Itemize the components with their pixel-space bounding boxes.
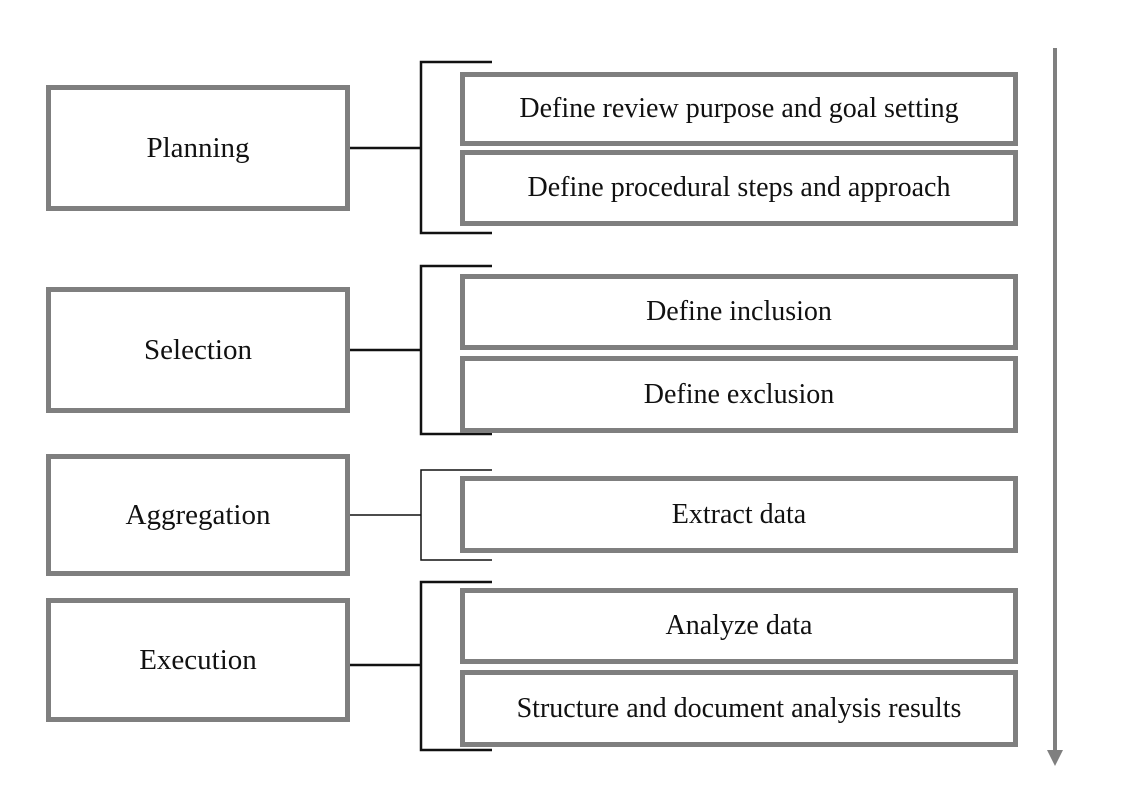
task-label: Analyze data [665, 610, 813, 641]
task-label: Define procedural steps and approach [527, 172, 951, 203]
task-define-inclusion: Define inclusion [460, 274, 1018, 350]
phase-selection-label: Selection [144, 333, 252, 366]
task-structure-document-results: Structure and document analysis results [460, 670, 1018, 747]
phase-aggregation-box: Aggregation [46, 454, 350, 576]
planning-bracket [350, 60, 492, 235]
task-analyze-data: Analyze data [460, 588, 1018, 664]
task-label: Define review purpose and goal setting [519, 93, 959, 124]
task-label: Extract data [671, 498, 807, 530]
task-define-review-purpose: Define review purpose and goal setting [460, 72, 1018, 146]
phase-aggregation-label: Aggregation [125, 498, 271, 531]
task-define-procedural-steps: Define procedural steps and approach [460, 150, 1018, 226]
task-label: Structure and document analysis results [516, 692, 962, 724]
phase-selection-box: Selection [46, 287, 350, 413]
phase-planning-label: Planning [146, 131, 250, 164]
task-define-exclusion: Define exclusion [460, 356, 1018, 433]
task-label: Define exclusion [643, 378, 835, 410]
execution-bracket [350, 580, 492, 752]
phase-execution-box: Execution [46, 598, 350, 722]
task-extract-data: Extract data [460, 476, 1018, 553]
selection-bracket [350, 264, 492, 436]
task-label: Define inclusion [646, 296, 832, 327]
phase-planning-box: Planning [46, 85, 350, 211]
phase-execution-label: Execution [139, 643, 257, 676]
aggregation-bracket [350, 469, 492, 561]
flow-arrow [1047, 48, 1063, 766]
